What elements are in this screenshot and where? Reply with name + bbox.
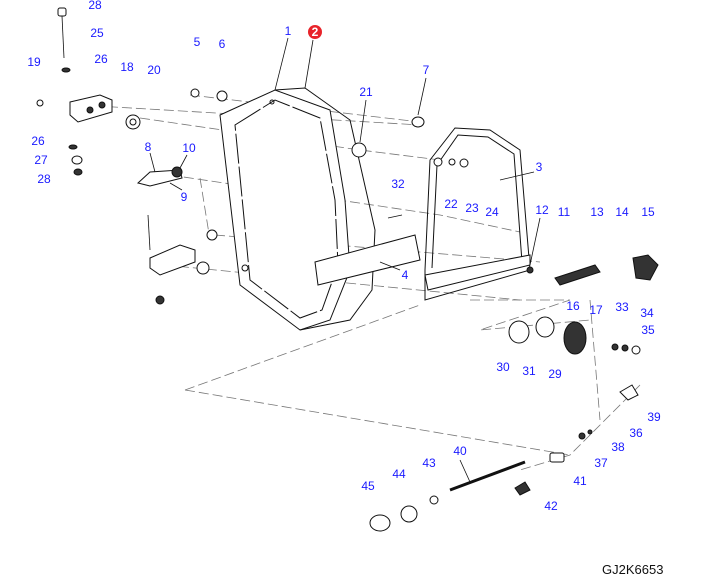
callout: 12	[535, 203, 549, 217]
door-panel	[219, 87, 421, 331]
callout: 18	[120, 60, 134, 74]
callout: 36	[629, 426, 643, 440]
callout: 10	[182, 141, 196, 155]
callout: 22	[444, 197, 458, 211]
callout: 25	[90, 26, 104, 40]
callout: 33	[615, 300, 629, 314]
callout-labels: 28 25 26 19 18 20 5 6 1 2 7 21 26 27 28 …	[27, 0, 661, 513]
callout: 35	[641, 323, 655, 337]
callout: 20	[147, 63, 161, 77]
callout: 4	[402, 268, 409, 282]
callout: 26	[31, 134, 45, 148]
callout: 32	[391, 177, 405, 191]
callout: 3	[536, 160, 543, 174]
callout: 42	[544, 499, 558, 513]
callout: 9	[181, 190, 188, 204]
highlight-badge	[308, 25, 322, 39]
callout: 17	[589, 303, 603, 317]
callout: 26	[94, 52, 108, 66]
callout: 6	[219, 37, 226, 51]
callout: 27	[34, 153, 48, 167]
callout: 28	[88, 0, 102, 12]
callout: 15	[641, 205, 655, 219]
callout: 38	[611, 440, 625, 454]
drawing-code: GJ2K6653	[602, 562, 663, 577]
callout: 28	[37, 172, 51, 186]
callout: 44	[392, 467, 406, 481]
callout: 40	[453, 444, 467, 458]
callout: 34	[640, 306, 654, 320]
callout: 19	[27, 55, 41, 69]
callout: 24	[485, 205, 499, 219]
callout: 8	[145, 140, 152, 154]
callout: 11	[558, 205, 571, 219]
callout: 7	[423, 63, 430, 77]
callout: 5	[194, 35, 201, 49]
callout: 21	[359, 85, 373, 99]
leader-lines	[149, 37, 541, 483]
callout: 13	[590, 205, 604, 219]
callout: 30	[496, 360, 510, 374]
callout: 16	[566, 299, 580, 313]
callout: 39	[647, 410, 661, 424]
callout: 23	[465, 201, 479, 215]
callout: 31	[522, 364, 536, 378]
callout: 43	[422, 456, 436, 470]
callout: 45	[361, 479, 375, 493]
callout: 1	[285, 24, 292, 38]
callout: 29	[548, 367, 562, 381]
callout: 14	[615, 205, 629, 219]
callout: 37	[594, 456, 608, 470]
hinge-parts	[36, 7, 659, 532]
callout-highlighted: 2	[312, 25, 319, 39]
callout: 41	[573, 474, 587, 488]
